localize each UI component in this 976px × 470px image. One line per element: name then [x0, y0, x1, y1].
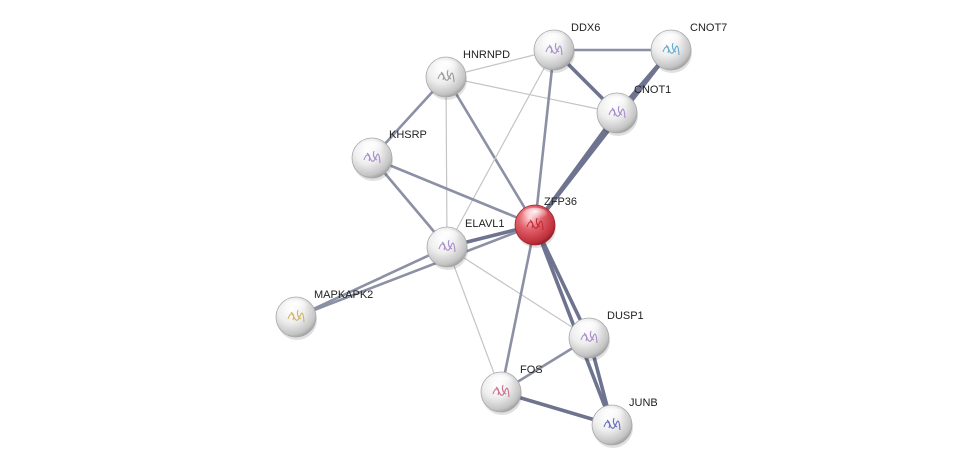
node-label: DDX6	[571, 22, 600, 34]
node-highlight	[433, 59, 459, 73]
node-cnot7[interactable]: CNOT7	[650, 22, 727, 73]
node-label: KHSRP	[389, 129, 427, 141]
node-label: DUSP1	[607, 310, 644, 322]
node-mapkapk2[interactable]: MAPKAPK2	[275, 289, 373, 340]
edge-elavl1-mapkapk2	[294, 245, 449, 319]
edge-elavl1-fos	[446, 246, 502, 393]
node-highlight	[599, 407, 625, 421]
node-label: CNOT7	[690, 22, 727, 34]
edge-ddx6-zfp36	[533, 48, 556, 227]
node-label: JUNB	[629, 397, 658, 409]
node-highlight	[604, 95, 630, 109]
node-junb[interactable]: JUNB	[591, 397, 658, 448]
node-highlight	[658, 32, 684, 46]
node-hnrnpd[interactable]: HNRNPD	[425, 49, 510, 100]
node-highlight	[522, 207, 548, 221]
edge-ddx6-elavl1	[446, 49, 555, 248]
node-highlight	[359, 140, 385, 154]
node-zfp36[interactable]: ZFP36	[514, 196, 577, 248]
node-dusp1[interactable]: DUSP1	[568, 310, 644, 361]
node-label: ELAVL1	[465, 218, 505, 230]
node-label: MAPKAPK2	[314, 289, 373, 301]
edge-cnot7-zfp36	[533, 48, 673, 227]
node-highlight	[434, 229, 460, 243]
node-label: ZFP36	[544, 196, 577, 208]
node-ddx6[interactable]: DDX6	[533, 22, 600, 73]
edge-hnrnpd-zfp36	[444, 75, 537, 227]
node-highlight	[576, 320, 602, 334]
edge-zfp36-fos	[499, 223, 537, 394]
node-label: CNOT1	[634, 84, 671, 96]
node-elavl1[interactable]: ELAVL1	[426, 218, 505, 270]
edge-elavl1-dusp1	[446, 246, 590, 339]
node-cnot1[interactable]: CNOT1	[596, 84, 671, 136]
node-label: HNRNPD	[463, 49, 510, 61]
edge-khsrp-zfp36	[370, 156, 537, 227]
node-fos[interactable]: FOS	[480, 364, 543, 415]
node-label: FOS	[520, 364, 543, 376]
node-highlight	[541, 32, 567, 46]
edge-hnrnpd-elavl1	[445, 76, 448, 248]
node-khsrp[interactable]: KHSRP	[351, 129, 427, 181]
node-highlight	[283, 299, 309, 313]
edge-mapkapk2-zfp36	[294, 223, 537, 319]
edge-hnrnpd-cnot1	[445, 76, 618, 114]
node-highlight	[488, 374, 514, 388]
